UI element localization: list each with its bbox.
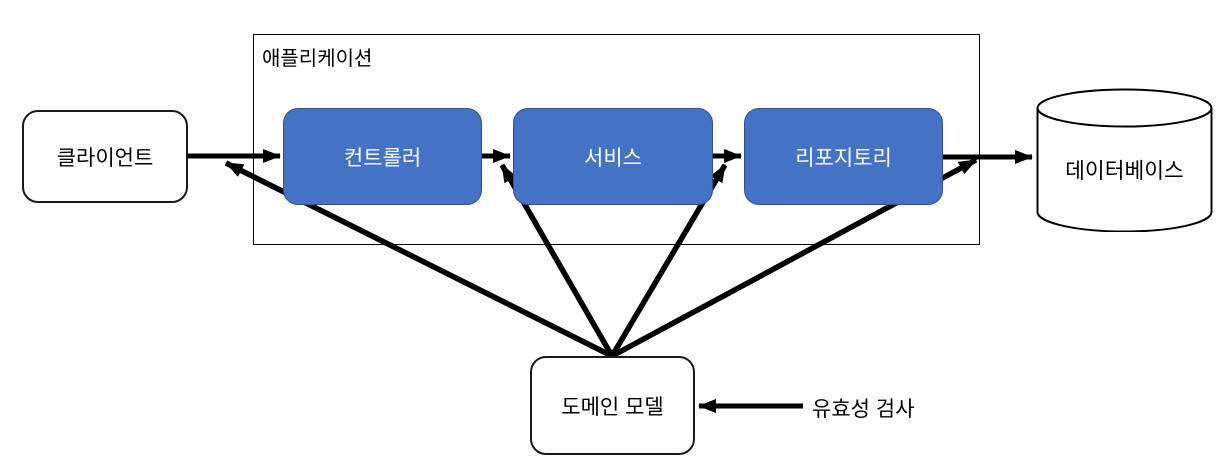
node-client-label: 클라이언트 — [56, 146, 154, 170]
node-repository-label: 리포지토리 — [795, 146, 892, 170]
node-controller-label: 컨트롤러 — [343, 146, 422, 170]
validation-label: 유효성 검사 — [812, 398, 915, 421]
node-service-label: 서비스 — [584, 146, 642, 170]
node-domain-model-label: 도메인 모델 — [561, 395, 664, 419]
application-label: 애플리케이션 — [262, 48, 373, 70]
application-boundary — [253, 34, 980, 245]
node-domain-model: 도메인 모델 — [530, 356, 695, 455]
node-database: 데이터베이스 — [1036, 88, 1213, 232]
node-service: 서비스 — [513, 108, 713, 205]
node-repository: 리포지토리 — [744, 108, 943, 205]
node-controller: 컨트롤러 — [283, 108, 482, 205]
node-database-label: 데이터베이스 — [1065, 159, 1184, 183]
database-cylinder-shape — [1036, 88, 1213, 232]
node-client: 클라이언트 — [22, 110, 188, 203]
